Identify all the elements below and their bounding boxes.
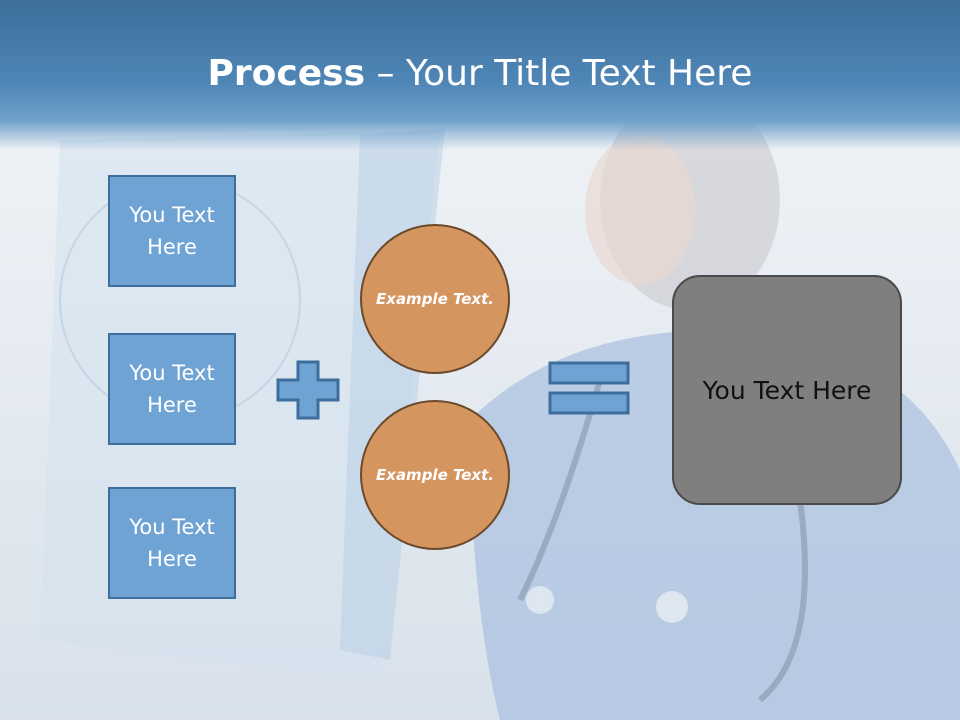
plus-icon (276, 360, 340, 420)
text-box-2[interactable]: You Text Here (108, 333, 236, 445)
text-box-1[interactable]: You Text Here (108, 175, 236, 287)
title-bar (0, 0, 960, 150)
result-box[interactable]: You Text Here (672, 275, 902, 505)
slide-title: Process – Your Title Text Here (0, 48, 960, 100)
equals-icon (548, 361, 630, 415)
title-rest: – Your Title Text Here (365, 53, 753, 94)
example-circle-1[interactable]: Example Text. (360, 224, 510, 374)
example-circle-2[interactable]: Example Text. (360, 400, 510, 550)
title-bold: Process (207, 53, 366, 94)
text-box-3[interactable]: You Text Here (108, 487, 236, 599)
